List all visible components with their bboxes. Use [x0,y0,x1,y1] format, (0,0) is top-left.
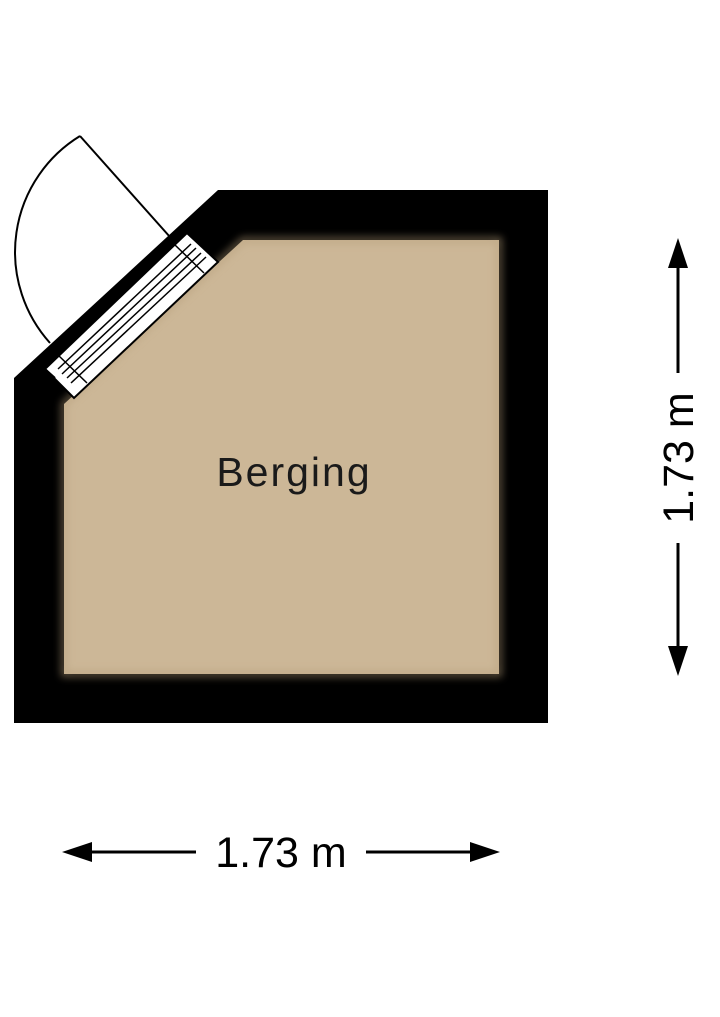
arrow-right-icon [470,842,500,862]
width-dimension-label: 1.73 m [196,827,366,879]
room-floor [64,240,499,674]
arrow-up-icon [668,238,688,268]
arrow-left-icon [62,842,92,862]
room-name-label: Berging [216,449,372,495]
arrow-down-icon [668,646,688,676]
depth-dimension-label: 1.73 m [653,373,705,543]
window-icon [43,231,220,400]
door-swing-icon [14,135,171,344]
